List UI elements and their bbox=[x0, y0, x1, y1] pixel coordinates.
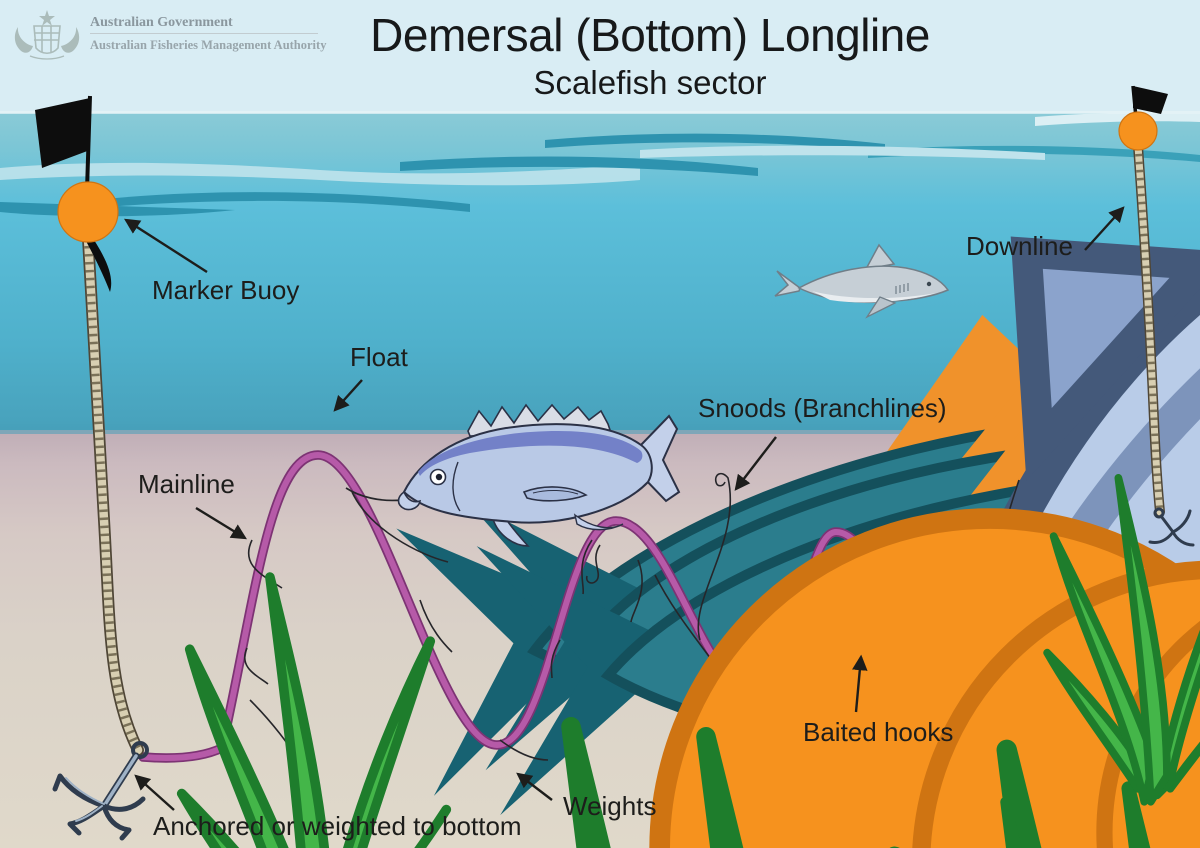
sky-band bbox=[0, 0, 1200, 113]
downline-rope-right bbox=[1133, 141, 1165, 517]
label-float: Float bbox=[350, 342, 408, 372]
buoy-ball bbox=[1118, 111, 1158, 151]
label-mainline: Mainline bbox=[138, 469, 235, 499]
label-marker-buoy: Marker Buoy bbox=[152, 275, 300, 305]
label-snoods: Snoods (Branchlines) bbox=[698, 393, 947, 423]
arrow-snoods bbox=[734, 436, 777, 491]
label-baited-hooks: Baited hooks bbox=[803, 717, 954, 747]
black-flag bbox=[1133, 86, 1168, 114]
label-anchored: Anchored or weighted to bottom bbox=[153, 811, 522, 841]
arrow-mainline bbox=[195, 506, 247, 540]
marker-buoy-right bbox=[1118, 85, 1168, 151]
marker-buoy-left bbox=[35, 95, 119, 292]
logo-agency-text: Australian Fisheries Management Authorit… bbox=[90, 38, 327, 52]
surface-waves bbox=[0, 111, 1200, 217]
arrow-baited-hooks bbox=[852, 654, 868, 713]
bare-hook bbox=[585, 544, 601, 584]
bare-hook bbox=[697, 472, 732, 641]
buoy-ball bbox=[57, 181, 119, 243]
label-downline: Downline bbox=[966, 231, 1073, 261]
page-title: Demersal (Bottom) Longline bbox=[370, 9, 930, 61]
arrow-anchored bbox=[134, 774, 175, 811]
coat-of-arms-icon bbox=[14, 10, 80, 60]
anchor-rope-downline-left bbox=[82, 232, 144, 756]
page-subtitle: Scalefish sector bbox=[533, 64, 767, 101]
shark bbox=[774, 243, 950, 319]
callout-arrows bbox=[124, 206, 1125, 811]
large-hooked-fish bbox=[345, 403, 681, 547]
arrow-float bbox=[333, 379, 363, 412]
arrow-weights bbox=[516, 772, 553, 801]
logo-government-text: Australian Government bbox=[90, 15, 233, 30]
arrow-downline bbox=[1084, 206, 1125, 251]
arrow-marker-buoy bbox=[124, 218, 208, 274]
logo-divider bbox=[90, 33, 318, 34]
grapnel-anchor-left bbox=[52, 741, 149, 841]
grapnel-anchor-right bbox=[1148, 507, 1195, 547]
black-flag bbox=[35, 98, 90, 168]
label-weights: Weights bbox=[563, 791, 657, 821]
